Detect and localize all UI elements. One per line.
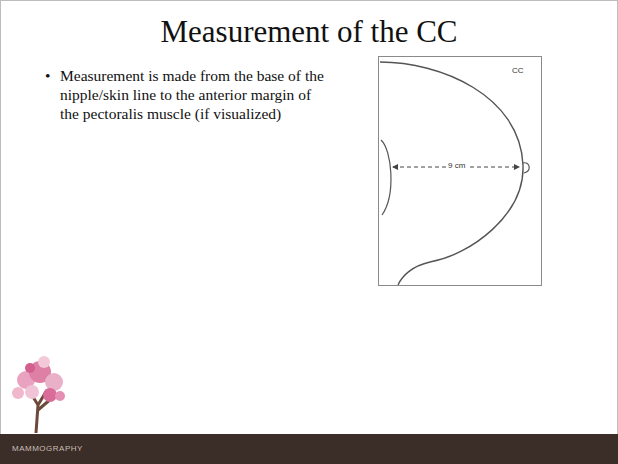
nipple <box>523 163 529 173</box>
dimension-label: 9 cm <box>446 161 467 171</box>
footer-bar <box>0 434 618 464</box>
breast-outline <box>380 62 523 285</box>
tree-logo <box>12 356 65 433</box>
slide-title: Measurement of the CC <box>0 14 618 50</box>
logo-text: MAMMOGRAPHY <box>12 444 83 454</box>
chest-wall <box>381 140 391 215</box>
diagram-frame <box>379 57 542 286</box>
arrow-head <box>514 164 520 170</box>
cc-diagram <box>379 57 542 286</box>
arrow-head <box>392 164 398 170</box>
bullet-text: Measurement is made from the base of the… <box>60 66 330 123</box>
view-label: CC <box>512 66 524 76</box>
bullet-symbol: • <box>45 66 50 85</box>
